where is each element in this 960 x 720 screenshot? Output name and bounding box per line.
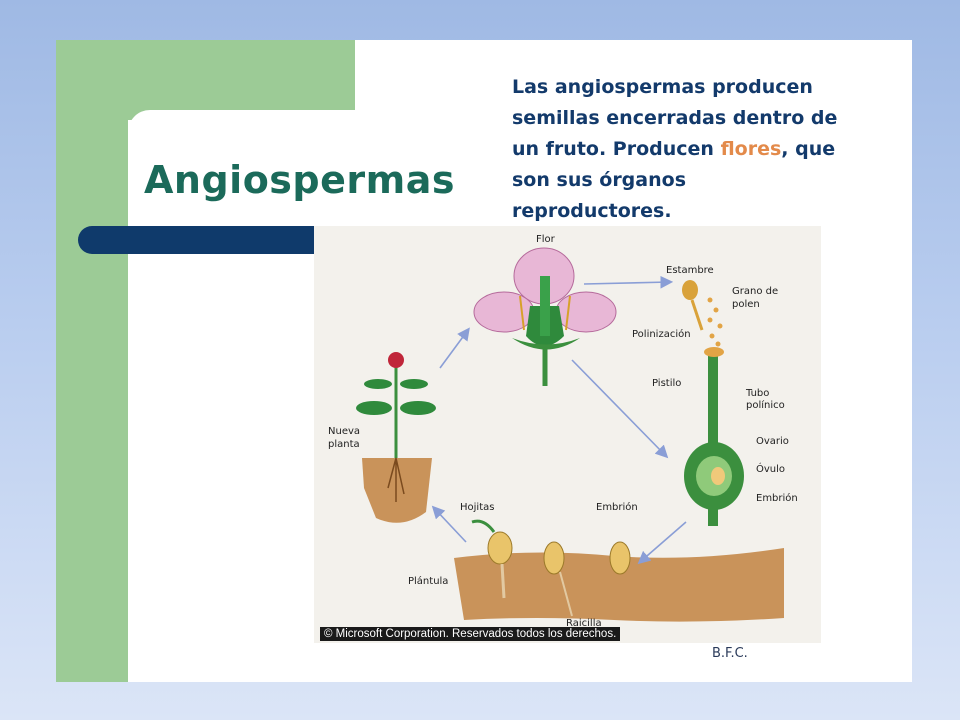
arrow-pistil-to-seed (637, 521, 687, 565)
label-hojitas: Hojitas (460, 502, 494, 513)
label-tubo-line1: Tubo (745, 388, 769, 399)
life-cycle-illustration: Flor Estambre Grano de polen Polinizació… (328, 234, 798, 629)
seed-illustrations (471, 519, 631, 617)
arrow-plant-to-flower (439, 327, 470, 369)
arrow-flower-to-stamen (583, 275, 674, 289)
label-ovulo: Óvulo (756, 462, 785, 475)
title-panel (128, 110, 388, 230)
label-tubo-line2: polínico (746, 399, 785, 411)
label-pistilo: Pistilo (652, 378, 681, 389)
arrow-seedling-to-plant (431, 505, 467, 543)
label-raicilla: Raicilla (566, 618, 602, 629)
intro-text-part1: Las angiospermas producen semillas encer… (512, 76, 838, 160)
label-ovario: Ovario (756, 436, 789, 447)
label-estambre: Estambre (666, 265, 714, 276)
label-nueva-line2: planta (328, 439, 360, 450)
label-embrion-semilla: Embrión (596, 501, 638, 513)
label-plantula: Plántula (408, 575, 448, 587)
navy-divider-bar (78, 226, 318, 254)
green-header-block (56, 40, 355, 120)
slide: Angiospermas Las angiospermas producen s… (56, 40, 912, 682)
label-embrion-ovario: Embrión (756, 492, 798, 504)
intro-text: Las angiospermas producen semillas encer… (512, 72, 852, 227)
label-polinizacion: Polinización (632, 328, 691, 340)
life-cycle-diagram: Flor Estambre Grano de polen Polinizació… (314, 226, 821, 643)
label-grano-line1: Grano de (732, 286, 778, 297)
new-plant-illustration (356, 352, 436, 502)
intro-text-part2: , que son sus órganos reproductores. (512, 138, 836, 222)
slide-title: Angiospermas (144, 158, 455, 202)
author-initials: B.F.C. (712, 646, 748, 661)
stamen-illustration (682, 280, 723, 347)
intro-highlight-flores: flores (720, 138, 782, 160)
pistil-illustration (684, 347, 744, 526)
label-nueva-line1: Nueva (328, 426, 360, 437)
copyright-notice: © Microsoft Corporation. Reservados todo… (320, 627, 621, 641)
flower-illustration (473, 247, 617, 386)
arrow-flower-to-pistil (571, 359, 669, 459)
soil-pot (362, 458, 432, 523)
green-side-band (56, 40, 128, 682)
soil-ground (454, 548, 784, 622)
label-flor: Flor (536, 234, 556, 245)
label-grano-line2: polen (732, 299, 760, 310)
